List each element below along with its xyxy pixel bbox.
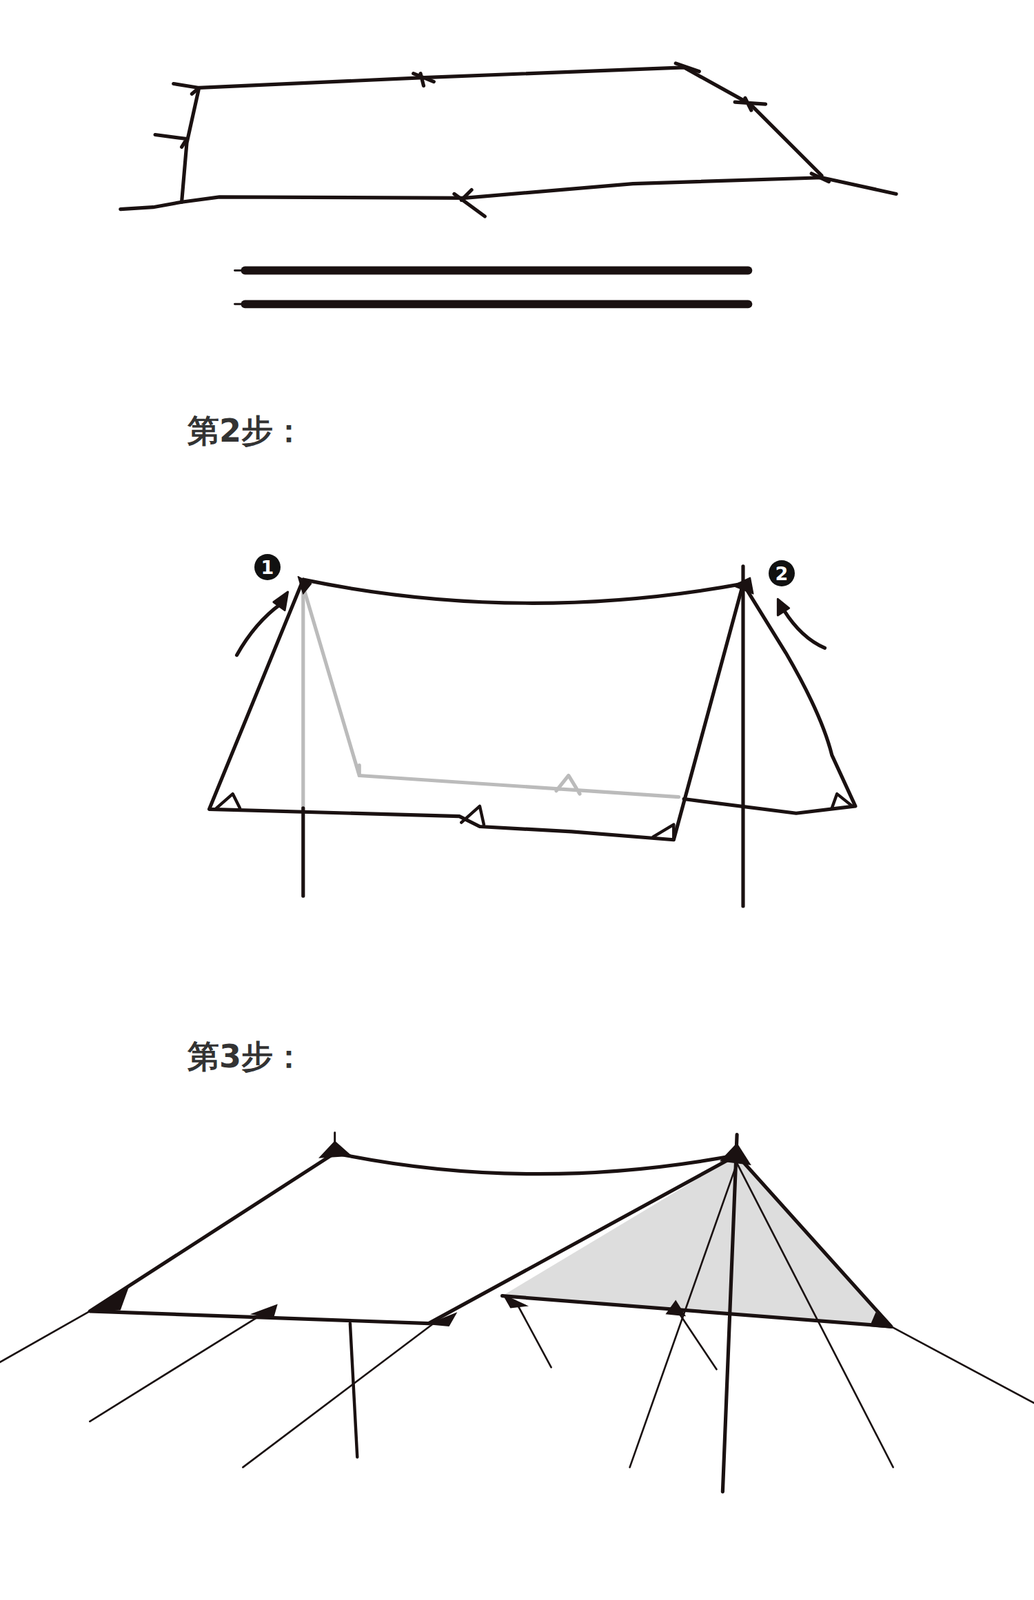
- step-heading: 第3步：: [187, 1040, 305, 1073]
- step3-tarp: [0, 1133, 1034, 1493]
- callout-number: 1: [254, 554, 281, 581]
- tent-poles: [235, 270, 749, 304]
- callout-number: 2: [768, 560, 795, 587]
- step-heading: 第2步：: [187, 414, 305, 447]
- folded-tarp: [120, 63, 897, 217]
- step2-tarp: [209, 566, 856, 907]
